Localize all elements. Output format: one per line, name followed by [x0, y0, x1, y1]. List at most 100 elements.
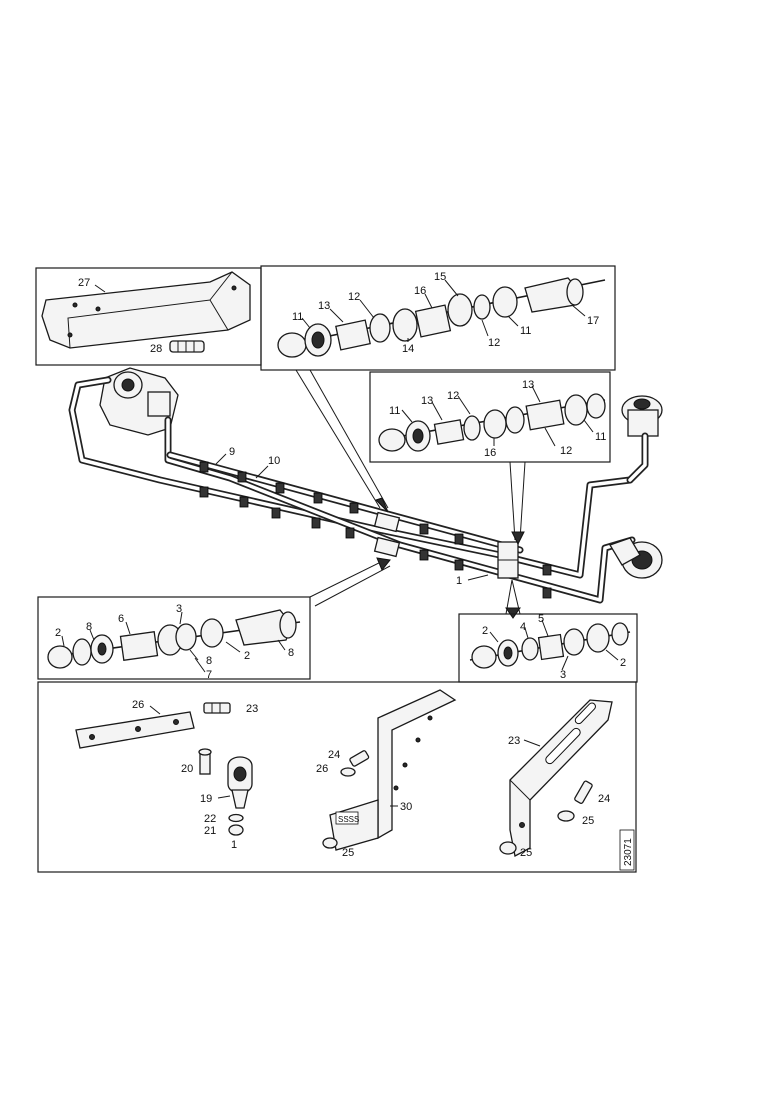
- hex-screw: [169, 340, 205, 353]
- slotted-bracket-slot: [574, 702, 596, 725]
- left-coupling-nut: [47, 645, 73, 669]
- main-hose-assembly: 9 10 1: [68, 367, 663, 619]
- leader-line: [61, 635, 65, 647]
- leader-line: [531, 385, 541, 403]
- callout-line: [519, 461, 526, 541]
- label-24-bracket: 24: [328, 749, 340, 761]
- flat-plate: [75, 711, 195, 749]
- coupling-ring-15: [447, 293, 473, 327]
- right-coupling-nut: [471, 645, 497, 669]
- leader-line: [489, 631, 499, 643]
- leader-line: [255, 465, 269, 479]
- callout-line: [309, 369, 389, 509]
- leader-line: [571, 304, 586, 317]
- leader-line: [561, 655, 569, 671]
- hose-clamp: [542, 587, 552, 599]
- leader-line: [467, 574, 489, 581]
- bracket-hole: [72, 302, 78, 308]
- coupling-detail-frame-mid: [369, 371, 611, 463]
- leader-line: [149, 705, 161, 715]
- label-11-mid: 11: [389, 405, 400, 417]
- leader-line: [189, 649, 199, 661]
- left-coupling-bore: [97, 642, 107, 656]
- label-1-base: 1: [231, 839, 237, 851]
- bracket-30-vertical: [377, 689, 457, 840]
- bracket-30-hole: [415, 737, 421, 743]
- leader-line: [401, 409, 413, 423]
- pipe-clip-hole: [233, 766, 247, 782]
- label-25-slot-foot: 25: [520, 847, 532, 859]
- coupling-detail-box-mid: 11 13 12 13 11 16 12: [369, 371, 611, 463]
- right-coupling-body-5: [537, 633, 565, 661]
- gladhand-lower-arm: [609, 537, 641, 566]
- right-coupling-end: [611, 622, 629, 646]
- hardware-detail-box: 26 23 20 19 22 21 1 SSSS 24 26 30 25: [37, 681, 637, 873]
- brake-valve-side: [147, 391, 171, 417]
- brake-hose-upper: [168, 453, 522, 552]
- coupling-mid-end: [586, 393, 606, 419]
- bracket-30-foot-nut: [322, 837, 338, 849]
- label-13: 13: [318, 300, 330, 312]
- label-26-plate: 26: [132, 699, 144, 711]
- right-coupling-nut-3: [563, 628, 585, 656]
- coupling-detail-box-left: 2 8 6 3 2 8 8 7: [37, 596, 311, 681]
- leader-line: [359, 299, 375, 319]
- label-19: 19: [200, 793, 212, 805]
- right-coupling-bore: [503, 646, 513, 660]
- coupling-detail-frame-top: [260, 265, 616, 371]
- bracket-30-hole: [402, 762, 408, 768]
- pipe-clip-leg: [231, 789, 249, 809]
- hose-clamp: [311, 517, 321, 529]
- leader-line: [544, 427, 556, 447]
- leader-line: [524, 627, 529, 639]
- coupling-detail-box-top: 11 13 12 16 15 11 17 14 12: [260, 265, 616, 371]
- coupling-nut-11b: [492, 286, 518, 318]
- leader-line: [94, 284, 106, 293]
- callout-line: [309, 559, 386, 598]
- slotted-bracket-foot-nut: [499, 841, 517, 855]
- label-12-mid-right: 12: [560, 445, 572, 457]
- label-23-plate: 23: [246, 703, 258, 715]
- label-3-right: 3: [560, 669, 566, 681]
- right-coupling-nut-2: [586, 623, 610, 653]
- gladhand-upper-seal: [633, 398, 651, 410]
- leader-line: [507, 315, 519, 327]
- plate-hole: [89, 734, 95, 740]
- label-1: 1: [456, 575, 462, 587]
- bracket-30-hole: [393, 785, 399, 791]
- hardware-detail-frame: [37, 681, 637, 873]
- slotted-bracket-washer: [557, 810, 575, 822]
- leader-line: [457, 395, 471, 415]
- hose-clamp: [454, 533, 464, 545]
- label-16: 16: [414, 285, 426, 297]
- callout-arrow: [376, 557, 391, 571]
- leader-line: [179, 611, 183, 625]
- coupling-fitting-end: [566, 278, 584, 306]
- drawing-number: 23071: [623, 838, 634, 866]
- label-2-right-b: 2: [620, 657, 626, 669]
- brake-pipe-b: [166, 418, 634, 602]
- bracket-30-nut: [340, 767, 356, 777]
- label-13-mid-right: 13: [522, 379, 534, 391]
- label-21: 21: [204, 825, 216, 837]
- slotted-bracket: [509, 699, 613, 857]
- leader-line: [329, 308, 344, 323]
- label-22: 22: [204, 813, 216, 825]
- coupling-mid-body-13b: [525, 399, 565, 431]
- coupling-nut-14: [392, 308, 418, 342]
- hose-clamp: [542, 564, 552, 576]
- coupling-washer-12: [473, 294, 491, 320]
- coupling-mid-thread-16: [483, 409, 507, 439]
- angle-bracket-fold: [209, 271, 233, 301]
- label-8-left: 8: [86, 621, 92, 633]
- drawing-number-frame: [619, 829, 635, 871]
- bracket-hole: [67, 332, 73, 338]
- hose-clamp: [271, 507, 281, 519]
- coupling-seal-12: [369, 313, 391, 343]
- label-2-right: 2: [482, 625, 488, 637]
- label-20: 20: [181, 763, 193, 775]
- callout-arrow: [375, 497, 389, 513]
- label-8-left-b: 8: [206, 655, 212, 667]
- leader-line: [444, 279, 459, 297]
